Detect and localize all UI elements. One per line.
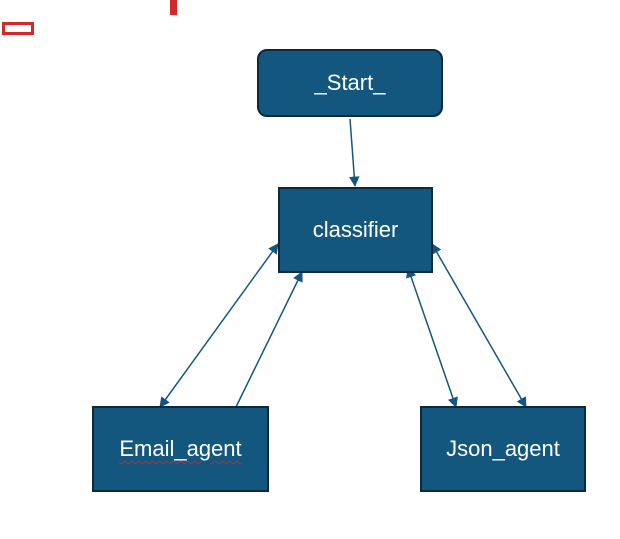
red-bar-marker	[170, 0, 177, 15]
red-box-marker	[2, 22, 34, 35]
edge-json-classifier-outer	[431, 243, 527, 408]
node-email-agent: Email_agent	[92, 406, 269, 492]
node-classifier-label: classifier	[312, 217, 399, 242]
edge-start-to-classifier	[349, 118, 360, 188]
node-json-agent: Json_agent	[420, 406, 586, 492]
edge-email-classifier-bidirectional	[159, 243, 279, 408]
node-email-agent-label: Email_agent	[119, 436, 242, 461]
node-start-label: _Start_	[314, 70, 386, 95]
node-start: _Start_	[257, 49, 443, 117]
edge-email-to-classifier	[235, 271, 303, 408]
node-classifier: classifier	[278, 187, 433, 273]
edge-json-classifier-inner	[406, 267, 458, 408]
node-json-agent-label: Json_agent	[446, 436, 560, 461]
